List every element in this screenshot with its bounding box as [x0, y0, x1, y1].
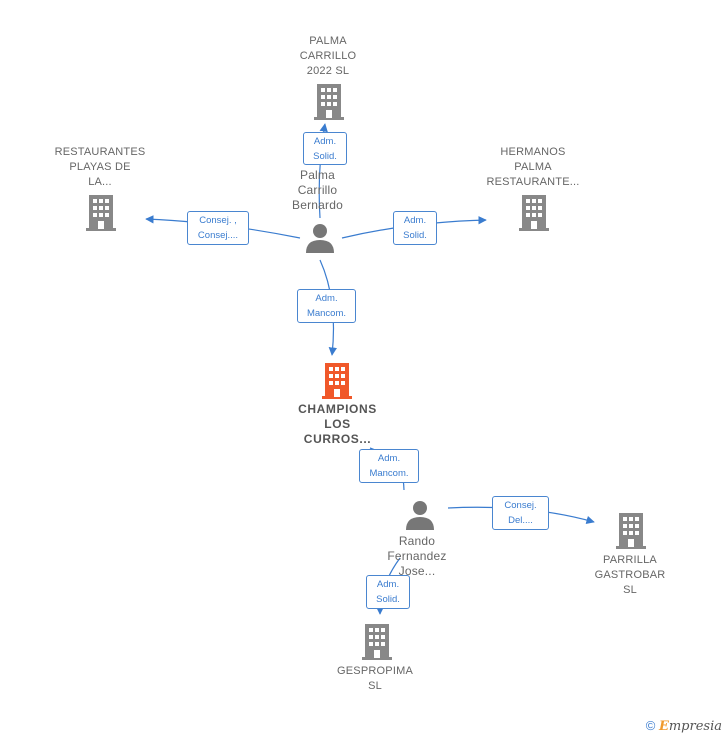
node-palma-carrillo-2022[interactable]: PALMA CARRILLO 2022 SL — [278, 34, 378, 79]
edge-label-badge[interactable]: Adm. Mancom. — [297, 289, 356, 323]
brand-initial: E — [658, 719, 669, 734]
building-icon[interactable] — [616, 513, 646, 549]
building-icon[interactable] — [362, 624, 392, 660]
building-icon[interactable] — [519, 195, 549, 231]
node-label: Rando Fernandez Jose... — [387, 534, 447, 578]
node-gespropima[interactable]: GESPROPIMA SL — [325, 664, 425, 694]
node-label: PALMA CARRILLO 2022 SL — [299, 35, 357, 77]
copyright-brand: © Empresia — [646, 718, 722, 734]
node-palma-carrillo-bernardo[interactable]: Palma Carrillo Bernardo — [270, 168, 365, 213]
building-icon[interactable] — [322, 363, 352, 399]
edge-label-badge[interactable]: Consej. Del.... — [492, 496, 549, 530]
edge-label-badge[interactable]: Adm. Solid. — [366, 575, 410, 609]
brand-logo: Empresia — [659, 719, 722, 734]
edge-label-badge[interactable]: Adm. Solid. — [393, 211, 437, 245]
node-label: HERMANOS PALMA RESTAURANTE... — [486, 146, 580, 188]
node-label: PARRILLA GASTROBAR SL — [594, 554, 666, 596]
person-icon[interactable] — [405, 500, 435, 530]
copyright-symbol: © — [645, 718, 656, 733]
node-label: GESPROPIMA SL — [337, 665, 413, 692]
edge-label-badge[interactable]: Adm. Solid. — [303, 132, 347, 165]
node-champions-los-curros[interactable]: CHAMPIONS LOS CURROS... — [280, 402, 395, 447]
node-rando-fernandez[interactable]: Rando Fernandez Jose... — [372, 534, 462, 579]
node-parrilla-gastrobar[interactable]: PARRILLA GASTROBAR SL — [584, 553, 676, 598]
node-label: CHAMPIONS LOS CURROS... — [298, 402, 377, 446]
node-label: Palma Carrillo Bernardo — [292, 168, 343, 212]
brand-name: mpresia — [668, 719, 722, 734]
building-icon[interactable] — [86, 195, 116, 231]
node-hermanos-palma[interactable]: HERMANOS PALMA RESTAURANTE... — [472, 145, 594, 190]
edge-label-badge[interactable]: Adm. Mancom. — [359, 449, 419, 483]
building-icon[interactable] — [314, 84, 344, 120]
edge-label-badge[interactable]: Consej. , Consej.... — [187, 211, 249, 245]
node-restaurantes-playas[interactable]: RESTAURANTES PLAYAS DE LA... — [40, 145, 160, 190]
node-label: RESTAURANTES PLAYAS DE LA... — [54, 146, 146, 188]
person-icon[interactable] — [305, 223, 335, 253]
